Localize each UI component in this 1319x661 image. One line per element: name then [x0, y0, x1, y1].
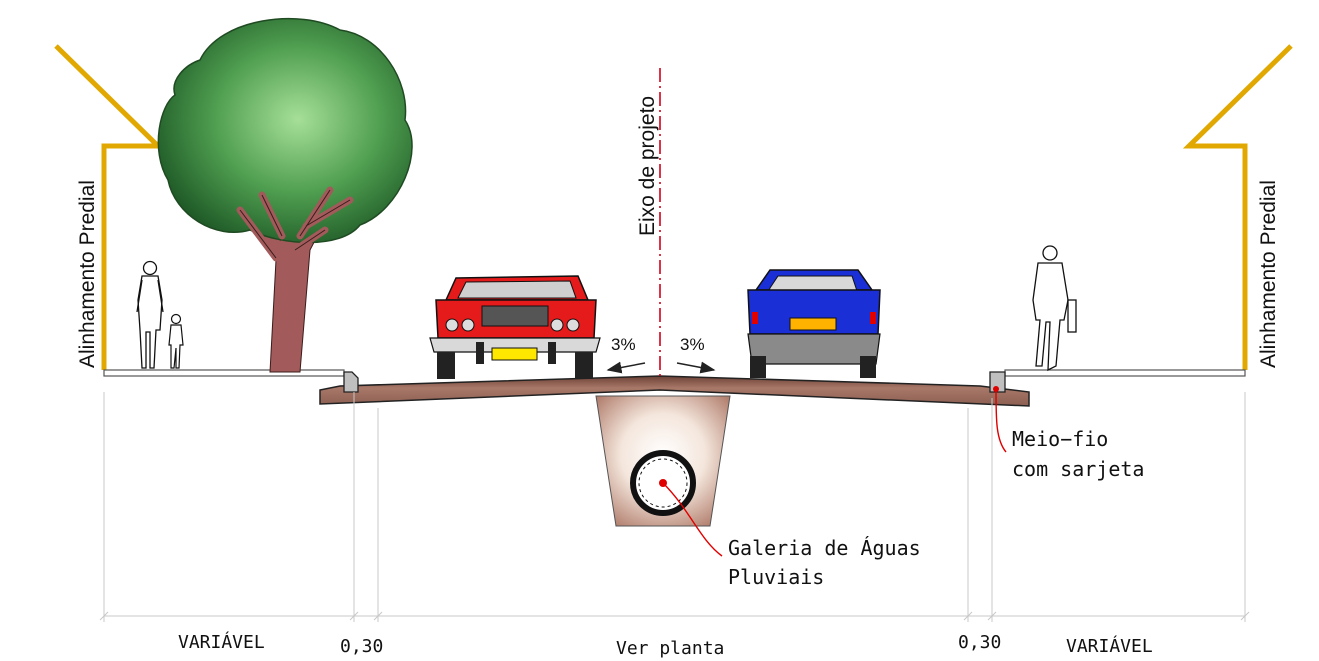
dimension-right-curb: 0,30	[958, 632, 1001, 653]
alinhamento-predial-left-label: Alinhamento Predial	[76, 180, 99, 368]
slope-right-label: 3%	[680, 335, 705, 354]
curb-right	[989, 371, 1006, 393]
pedestrian-woman	[136, 260, 164, 369]
slope-arrow-left	[606, 361, 646, 374]
galeria-leader	[662, 482, 723, 557]
building-left-outline	[54, 44, 165, 370]
slope-left-label: 3%	[611, 335, 636, 354]
galeria-label-line2: Pluviais	[728, 565, 824, 589]
building-right-outline	[1182, 44, 1293, 370]
dimension-extension-lines	[103, 392, 1246, 622]
pedestrian-man	[1032, 245, 1077, 372]
meio-fio-label-line1: Meio−fio	[1012, 427, 1108, 451]
sidewalk-left	[103, 369, 345, 377]
car-left-red	[429, 275, 601, 379]
alinhamento-predial-right-label: Alinhamento Predial	[1257, 180, 1280, 368]
dimension-right-variavel: VARIÁVEL	[1066, 635, 1153, 657]
car-right-blue	[747, 269, 881, 378]
tree	[157, 17, 413, 373]
eixo-de-projeto-label: Eixo de projeto	[636, 96, 659, 236]
road-pavement	[319, 375, 1030, 407]
curb-left	[343, 371, 359, 393]
pedestrian-child	[168, 313, 184, 369]
meio-fio-label-line2: com sarjeta	[1012, 457, 1144, 481]
dimension-center: Ver planta	[616, 638, 724, 659]
dimension-line	[99, 611, 1250, 621]
dimension-left-curb: 0,30	[340, 636, 383, 657]
dimension-left-variavel: VARIÁVEL	[178, 631, 265, 653]
meio-fio-leader	[995, 388, 1007, 453]
slope-arrow-right	[676, 361, 716, 374]
galeria-label-line1: Galeria de Águas	[728, 536, 921, 560]
sidewalk-right	[1004, 369, 1246, 377]
